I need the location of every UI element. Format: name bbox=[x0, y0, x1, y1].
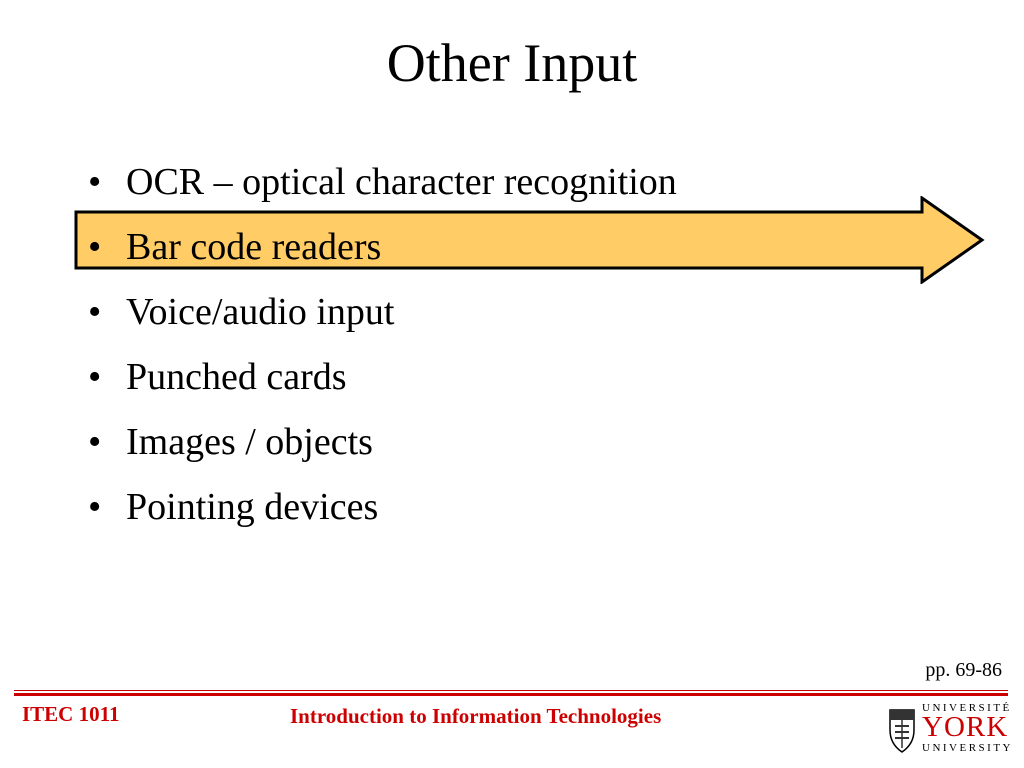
bullet-text: Images / objects bbox=[126, 421, 373, 463]
bullet-text: Punched cards bbox=[126, 356, 347, 398]
logo-text-york: YORK bbox=[922, 711, 1009, 743]
bullet-dot: • bbox=[88, 226, 102, 268]
page-reference: pp. 69-86 bbox=[925, 659, 1002, 681]
logo-text-university: UNIVERSITY bbox=[922, 742, 1013, 754]
bullet-text: OCR – optical character recognition bbox=[126, 161, 677, 203]
bullet-dot: • bbox=[88, 356, 102, 398]
slide-title: Other Input bbox=[386, 33, 638, 93]
bullet-text: Bar code readers bbox=[126, 226, 382, 268]
bullet-text: Voice/audio input bbox=[126, 291, 395, 333]
bullet-dot: • bbox=[88, 161, 102, 203]
crest-icon bbox=[889, 709, 915, 753]
logo-text-universite: UNIVERSITÉ bbox=[922, 702, 1012, 714]
footer-divider bbox=[14, 690, 1008, 691]
bullet-text: Pointing devices bbox=[126, 486, 379, 528]
bullet-dot: • bbox=[88, 291, 102, 333]
bullet-dot: • bbox=[88, 486, 102, 528]
bullet-dot: • bbox=[88, 421, 102, 463]
highlight-arrow bbox=[74, 196, 985, 284]
york-university-logo: UNIVERSITÉ YORK UNIVERSITY bbox=[886, 702, 1013, 756]
course-code: ITEC 1011 bbox=[22, 702, 120, 726]
course-name: Introduction to Information Technologies bbox=[290, 704, 662, 728]
footer-divider-thick bbox=[14, 693, 1008, 696]
